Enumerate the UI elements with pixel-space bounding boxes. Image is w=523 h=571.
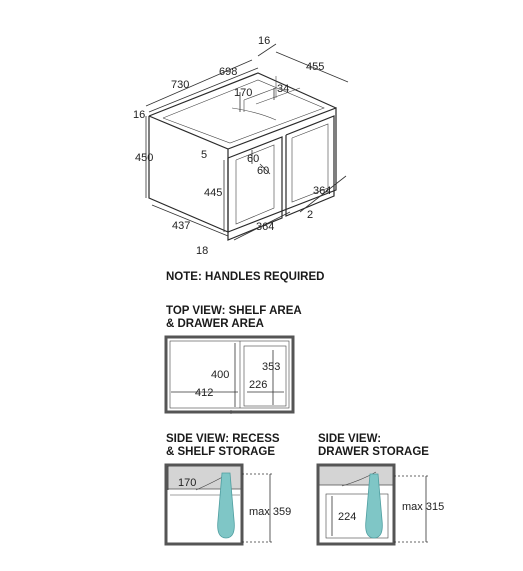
cabinet-inner-rim [162,79,325,144]
side-recess-title: SIDE VIEW: RECESS [166,433,280,445]
dim-label: 364 [256,221,274,233]
top-view-title: TOP VIEW: SHELF AREA [166,305,302,317]
side-recess-view [164,463,272,546]
handles-note: NOTE: HANDLES REQUIRED [166,271,324,283]
dim-label: 5 [201,149,207,161]
right-door-panel [291,123,329,203]
dim-label: max 315 [402,501,444,513]
isometric-dimension-labels: 16 730 698 455 170 34 16 450 5 60 60 445… [133,35,331,257]
isometric-cabinet [145,43,349,241]
dim-label: 170 [178,477,196,489]
dim-label: 445 [204,187,222,199]
top-view-subtitle: & DRAWER AREA [166,318,264,330]
drawer-area [243,345,287,407]
top-view-outline [164,335,295,414]
side-drawer-subtitle: DRAWER STORAGE [318,446,429,458]
dim-label: 16 [133,109,145,121]
dim-label: 412 [195,387,213,399]
dim-label: 170 [234,87,252,99]
dim-label: 730 [171,79,189,91]
dim-label: 224 [338,511,356,523]
recess-outline [164,463,244,546]
cabinet-left-side [148,115,229,233]
dim-label: 450 [135,152,153,164]
pipe-icon [217,472,235,539]
dim-label: max 359 [249,506,291,518]
dim-label: 353 [262,361,280,373]
dim-label: 400 [211,369,229,381]
dim-label: 226 [249,379,267,391]
dim-label: 34 [277,83,289,95]
dim-label: 18 [196,245,208,257]
side-drawer-view [316,463,428,546]
dim-label: 60 [247,153,259,165]
dim-label: 2 [307,209,313,221]
dim-label: 437 [172,220,190,232]
drawer-wall [317,464,395,486]
side-recess-subtitle: & SHELF STORAGE [166,446,275,458]
left-door [227,136,283,241]
dim-label: 698 [219,66,237,78]
drawer-outline [316,463,396,546]
drawer-box [325,493,389,539]
dim-label: 455 [306,61,324,73]
dim-label: 16 [258,35,270,47]
right-door [285,115,335,217]
cabinet-top-edge [148,72,337,117]
top-view-plan [164,335,295,414]
dim-label: 60 [257,165,269,177]
left-door-panel [235,144,275,225]
pipe-icon [365,473,383,539]
dim-label: 364 [313,185,331,197]
side-drawer-title: SIDE VIEW: [318,433,381,445]
